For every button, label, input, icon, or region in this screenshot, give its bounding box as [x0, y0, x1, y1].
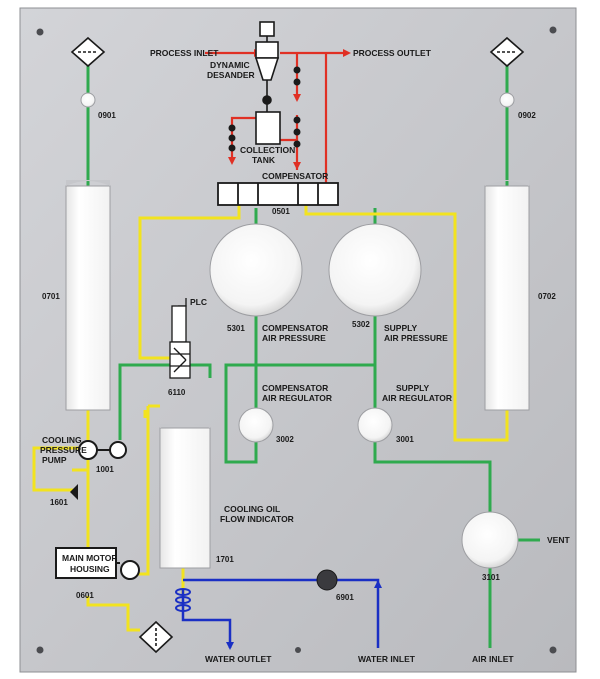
label-comp-air-pressure-1: COMPENSATOR: [262, 323, 328, 333]
label-main-motor: MAIN MOTOR: [62, 553, 118, 563]
tag-3101: 3101: [482, 573, 500, 582]
solenoid-valve-icon: [169, 298, 191, 379]
label-supply-air-regulator-1: SUPPLY: [396, 383, 430, 393]
hole-0902: [499, 92, 515, 108]
process-lines: [205, 51, 345, 183]
regulator-3002: [238, 407, 274, 443]
panel-holes: [65, 92, 530, 591]
gauge-5301: [209, 223, 303, 317]
sight-glass-0701: [65, 185, 111, 411]
tag-3002: 3002: [276, 435, 294, 444]
diagram-labels: PROCESS INLET PROCESS OUTLET DYNAMIC DES…: [40, 48, 570, 664]
label-vent: VENT: [547, 535, 570, 545]
gauge-5302: [328, 223, 422, 317]
compensator-block: [217, 182, 339, 206]
tag-0601: 0601: [76, 591, 94, 600]
tag-0702: 0702: [538, 292, 556, 301]
label-dynamic: DYNAMIC: [210, 60, 250, 70]
tag-3001: 3001: [396, 435, 414, 444]
tag-0701: 0701: [42, 292, 60, 301]
label-comp-air-regulator-2: AIR REGULATOR: [262, 393, 332, 403]
label-pressure: PRESSURE: [40, 445, 87, 455]
label-pump: PUMP: [42, 455, 67, 465]
heat-exchanger-coil-icon: [175, 588, 191, 612]
label-water-inlet: WATER INLET: [358, 654, 416, 664]
label-comp-air-pressure-2: AIR PRESSURE: [262, 333, 326, 343]
tag-0901: 0901: [98, 111, 116, 120]
tag-6110: 6110: [168, 388, 186, 397]
tag-0501: 0501: [272, 207, 290, 216]
label-plc: PLC: [190, 297, 207, 307]
hole-6901: [316, 569, 338, 591]
tag-5302: 5302: [352, 320, 370, 329]
relief-valve-icon: [70, 484, 78, 500]
label-comp-air-regulator-1: COMPENSATOR: [262, 383, 328, 393]
hole-3101: [461, 511, 519, 569]
label-cooling-oil: COOLING OIL: [224, 504, 280, 514]
label-supply-air-regulator-2: AIR REGULATOR: [382, 393, 452, 403]
label-desander: DESANDER: [207, 70, 255, 80]
label-process-outlet: PROCESS OUTLET: [353, 48, 432, 58]
tag-1001: 1001: [96, 465, 114, 474]
dynamic-desander-icon: [254, 21, 281, 145]
label-supply-air-pressure-1: SUPPLY: [384, 323, 418, 333]
tag-1701: 1701: [216, 555, 234, 564]
label-cooling: COOLING: [42, 435, 82, 445]
panel-screws: [36, 26, 557, 654]
label-air-inlet: AIR INLET: [472, 654, 514, 664]
tag-5301: 5301: [227, 324, 245, 333]
tag-0902: 0902: [518, 111, 536, 120]
tag-6901: 6901: [336, 593, 354, 602]
inline-valves: [228, 66, 301, 152]
pump-icon: [78, 440, 127, 460]
label-housing: HOUSING: [70, 564, 110, 574]
tag-1601: 1601: [50, 498, 68, 507]
label-process-inlet: PROCESS INLET: [150, 48, 219, 58]
filter-diamond-icon: [70, 36, 106, 68]
label-flow-indicator: FLOW INDICATOR: [220, 514, 294, 524]
slot-caps: [66, 180, 529, 428]
filter-diamond-icon: [138, 620, 174, 654]
hole-0901: [80, 92, 96, 108]
flow-indicator-1701: [159, 427, 211, 569]
motor-icon: [55, 547, 140, 580]
label-collection: COLLECTION: [240, 145, 295, 155]
sight-glass-0702: [484, 185, 530, 411]
label-supply-air-pressure-2: AIR PRESSURE: [384, 333, 448, 343]
label-compensator: COMPENSATOR: [262, 171, 328, 181]
filter-diamond-icon: [489, 36, 525, 68]
regulator-3001: [357, 407, 393, 443]
label-water-outlet: WATER OUTLET: [205, 654, 272, 664]
label-tank: TANK: [252, 155, 276, 165]
water-arrows: [226, 580, 382, 650]
